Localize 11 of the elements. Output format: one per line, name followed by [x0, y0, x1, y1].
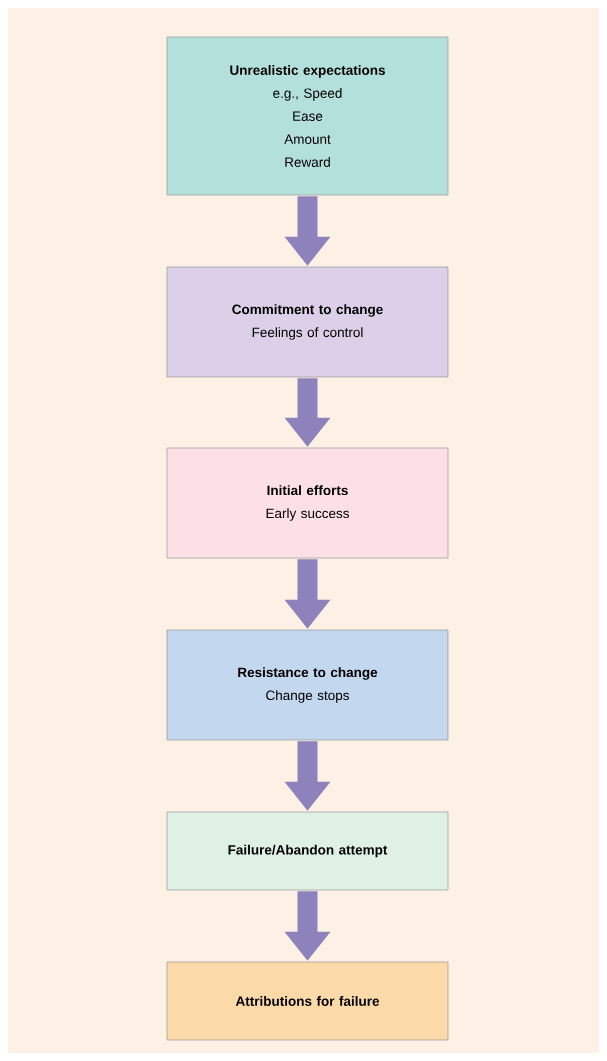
process-box: Attributions for failure — [166, 961, 449, 1041]
process-box: Failure/Abandon attempt — [166, 811, 449, 891]
arrow — [284, 378, 331, 447]
process-box: Commitment to change Feelings of control — [166, 266, 449, 378]
arrow — [284, 741, 331, 811]
arrow — [284, 196, 331, 266]
process-box: Initial efforts Early success — [166, 447, 449, 559]
arrow — [284, 891, 331, 961]
process-box: Unrealistic expectations e.g., Speed Ease Amount Reward — [166, 36, 449, 196]
arrow — [284, 559, 331, 629]
process-box: Resistance to change Change stops — [166, 629, 449, 741]
